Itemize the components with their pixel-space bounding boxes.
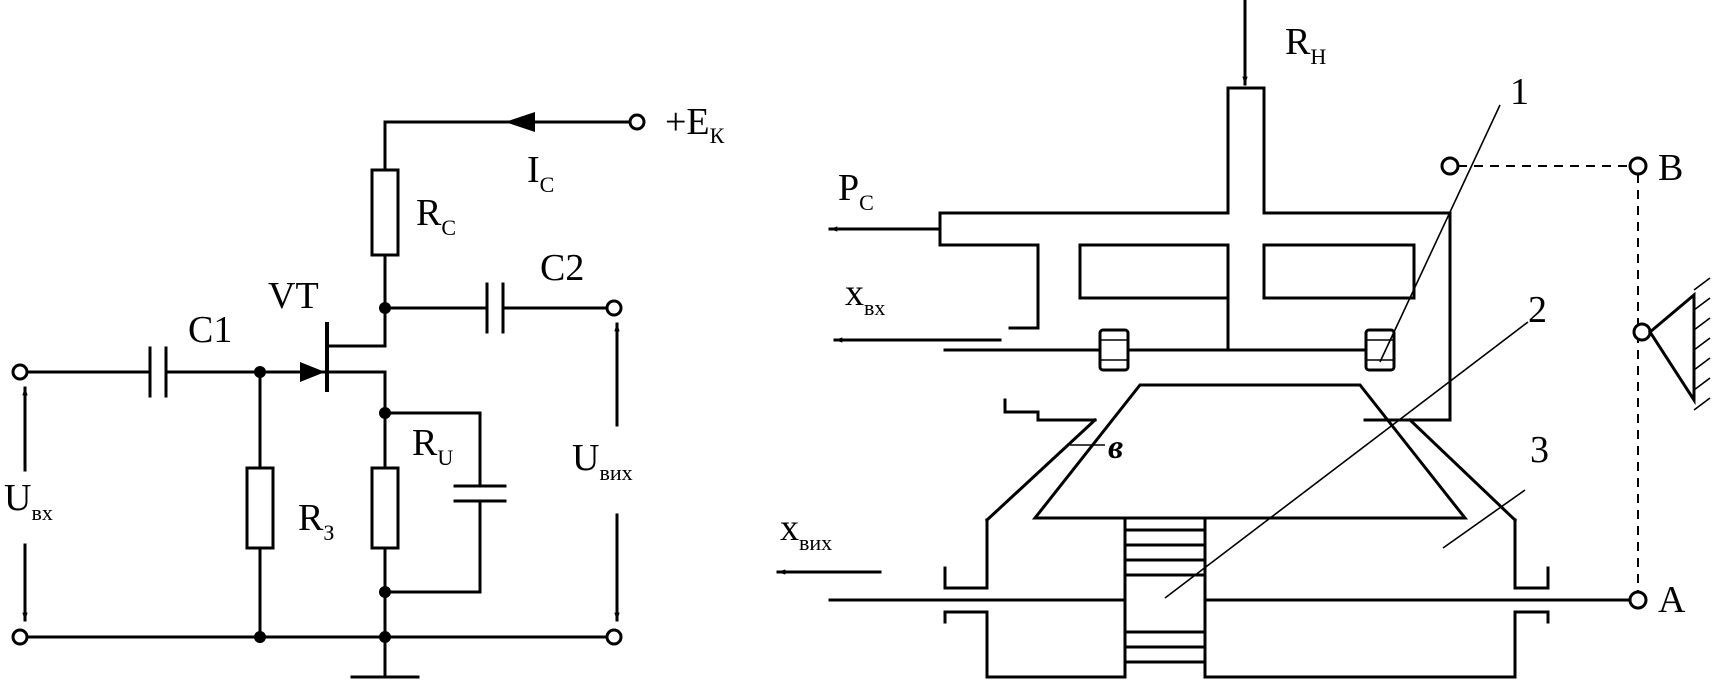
gate-arrow [300,362,325,382]
fixed-support-hatch [1693,277,1711,411]
rc-resistor [370,168,400,257]
chamber-right-foot [1513,566,1550,590]
callout-2-leader [1164,321,1529,599]
current-label: IС [527,149,554,197]
rz-label: RЗ [298,497,334,545]
callout-1-leader [1379,104,1501,363]
c2-label: C2 [540,247,584,289]
xin-label: xвх [845,272,885,320]
cone-body [1031,383,1469,520]
valve-mechanism: RН PС xвх xвих 1 2 3 в B A [776,0,1711,679]
input-terminal-top [11,363,29,381]
valve-stem-top [1226,86,1266,215]
base-right [1203,610,1550,679]
vt-label: VT [268,275,319,317]
chamber-right-wall-outer [1407,417,1518,523]
amplifier-circuit: +EК IС RС C2 VT C1 RU RЗ Uвх Uвих [4,101,725,679]
rz-resistor [245,466,275,550]
fixed-pivot [1632,322,1652,342]
chamber-left-lip [1003,398,1097,422]
uin-label: Uвх [4,477,53,525]
supply-terminal [628,113,646,131]
point-a-terminal [1628,590,1648,610]
piston-right [1262,243,1416,300]
ru-label: RU [412,422,453,470]
input-terminal-bottom [11,628,29,646]
rn-label: RН [1285,21,1326,69]
xout-label: xвих [780,507,832,555]
pc-label: PС [838,167,874,215]
callout-1: 1 [1510,71,1529,113]
point-a-label: A [1658,579,1686,621]
spring-coils [1123,528,1207,664]
chamber-left-wall-outer [984,417,1098,523]
point-b-terminal [1628,156,1648,176]
output-terminal-bottom [605,628,623,646]
housing-upper-left [938,211,1230,330]
roller-right [1364,328,1396,372]
current-arrow [505,112,535,132]
base-left [943,610,1127,679]
fixed-support-triangle [1648,291,1696,406]
callout-2: 2 [1528,289,1547,331]
chamber-left-foot [943,566,989,590]
uout-label: Uвих [572,437,633,485]
lever-pivot [1440,156,1460,176]
supply-label: +EК [665,101,725,148]
piston-left [1078,243,1230,300]
callout-3-leader [1442,489,1526,549]
roller-left [1098,328,1130,372]
rc-label: RС [416,192,456,240]
point-b-label: B [1658,147,1683,189]
chamber-label: в [1108,429,1123,466]
output-terminal-top [605,299,623,317]
callout-3: 3 [1530,429,1549,471]
ru-resistor [370,466,400,550]
c1-label: C1 [188,309,232,351]
